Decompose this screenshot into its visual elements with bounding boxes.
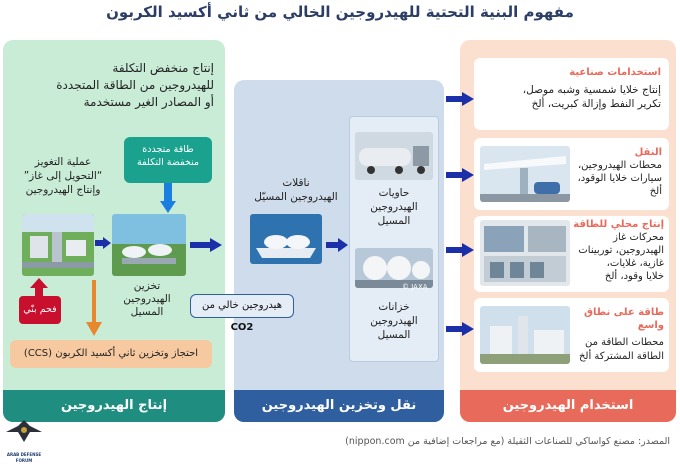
storage-tanks-image: [355, 248, 433, 288]
gasification-to-storage-arrow: [95, 237, 111, 249]
container-truck-image: [355, 132, 433, 180]
local-power-line: الهيدروجين، توربينات: [578, 245, 664, 256]
arrow-to-local-power: [446, 243, 474, 257]
ccs-down-arrow: [86, 280, 102, 336]
industrial-head: استخدامات صناعية: [569, 67, 661, 78]
local-power-image: [480, 220, 570, 286]
arab-defense-forum-logo: ARAB DEFENSE FORUM: [4, 418, 44, 463]
gasification-line: وإنتاج الهيدروجين: [25, 184, 101, 196]
local-power-text: إنتاج محلي للطاقة محركات غاز الهيدروجين،…: [570, 218, 664, 283]
usage-footer: استخدام الهيدروجين: [460, 390, 676, 422]
local-power-line: غازية، غلايات،: [606, 258, 664, 269]
local-power-line: محركات غاز: [613, 232, 664, 243]
production-intro: إنتاج منخفض التكلفة للهيدروجين من الطاقة…: [14, 60, 214, 111]
co2-text: CO2: [230, 322, 254, 333]
storage-line: تخزين: [133, 280, 161, 292]
carriers-line: ناقلات: [282, 177, 310, 189]
large-power-head: طاقة على نطاق واسع: [584, 307, 664, 331]
large-power-box: طاقة على نطاق واسع محطات الطاقة من الطاق…: [474, 298, 669, 372]
tanks-label: خزانات الهيدروجين المسيل: [355, 300, 433, 342]
transport-use-text: النقل محطات الهيدروجين، سيارات خلايا الو…: [572, 146, 662, 198]
industrial-line: إنتاج خلايا شمسية وشبه موصل،: [522, 84, 661, 96]
industrial-line: تكرير النفط وإزالة كبريت، ألخ: [531, 98, 661, 110]
transport-use-line: ألخ: [649, 186, 662, 197]
renewable-down-arrow: [160, 183, 176, 213]
co2-free-text: هيدروجين خالي من: [202, 300, 282, 311]
tanks-line: الهيدروجين: [370, 315, 418, 327]
arrow-to-industrial: [446, 92, 474, 106]
coal-up-arrow: [30, 278, 48, 296]
ccs-box: احتجاز وتخزين ثاني أكسيد الكربون (CCS): [10, 340, 212, 368]
co2-free-hydrogen-label: هيدروجين خالي من CO2: [190, 294, 294, 333]
production-storage-image: [112, 214, 186, 276]
containers-label: حاويات الهيدروجين المسيل: [355, 186, 433, 228]
production-footer: إنتاج الهيدروجين: [3, 390, 225, 422]
industrial-use-box: استخدامات صناعية إنتاج خلايا شمسية وشبه …: [474, 58, 669, 130]
transport-use-line: محطات الهيدروجين،: [577, 160, 662, 171]
transport-use-head: النقل: [634, 147, 662, 158]
local-power-box: إنتاج محلي للطاقة محركات غاز الهيدروجين،…: [474, 216, 669, 292]
gasification-label: عملية التغويز “التحويل إلى غاز” وإنتاج ا…: [12, 155, 114, 197]
production-to-transport-arrow: [190, 238, 222, 252]
logo-text: ARAB DEFENSE FORUM: [6, 452, 42, 463]
containers-line: المسيل: [377, 215, 411, 227]
transport-use-box: النقل محطات الهيدروجين، سيارات خلايا الو…: [474, 138, 669, 210]
renewable-line: طاقة متجددة: [142, 144, 194, 155]
large-power-image: [480, 306, 570, 364]
production-storage-label: تخزين الهيدروجين المسيل: [112, 280, 182, 319]
tanks-line: المسيل: [377, 329, 411, 341]
ship-to-storage-arrow: [326, 238, 348, 252]
page-title: مفهوم البنية التحتية للهيدروجين الخالي م…: [106, 3, 574, 21]
arrow-to-large-power: [446, 322, 474, 336]
eagle-icon: [6, 420, 42, 442]
large-power-line: محطات الطاقة من: [584, 337, 664, 348]
production-intro-line: للهيدروجين من الطاقة المتجددة: [56, 78, 214, 92]
gasification-line: “التحويل إلى غاز”: [23, 170, 103, 182]
large-power-text: طاقة على نطاق واسع محطات الطاقة من الطاق…: [570, 306, 664, 364]
carriers-label: ناقلات الهيدروجين المسيّل: [254, 176, 338, 204]
source-note: المصدر: مصنع كواساكي للصناعات الثقيلة (م…: [345, 436, 670, 447]
arrow-to-transport-use: [446, 168, 474, 182]
local-power-head: إنتاج محلي للطاقة: [573, 219, 664, 230]
transport-use-line: سيارات خلايا الوقود،: [577, 173, 662, 184]
gasification-plant-image: [22, 214, 94, 276]
containers-line: حاويات: [378, 187, 410, 199]
hydrogen-carrier-ship-image: [250, 214, 322, 264]
local-power-line: خلايا وقود، ألخ: [604, 271, 664, 282]
containers-line: الهيدروجين: [370, 201, 418, 213]
carriers-line: الهيدروجين المسيّل: [254, 191, 338, 203]
gasification-line: عملية التغويز: [34, 156, 92, 168]
tanks-line: خزانات: [378, 301, 410, 313]
production-intro-line: إنتاج منخفض التكلفة: [112, 61, 214, 75]
renewable-line: منخفضة التكلفة: [137, 157, 199, 168]
renewable-energy-box: طاقة متجددة منخفضة التكلفة: [124, 137, 212, 183]
jaxa-credit: © JAXA: [402, 283, 428, 291]
large-power-line: الطاقة المشتركة ألخ: [578, 351, 664, 362]
hydrogen-station-image: [480, 146, 570, 202]
transport-footer: نقل وتخزين الهيدروجين: [234, 390, 444, 422]
storage-line: الهيدروجين: [123, 293, 171, 305]
brown-coal-box: فحم بنّي: [19, 296, 61, 324]
production-intro-line: أو المصادر الغير مستخدمة: [83, 95, 214, 109]
storage-line: المسيل: [130, 306, 164, 318]
